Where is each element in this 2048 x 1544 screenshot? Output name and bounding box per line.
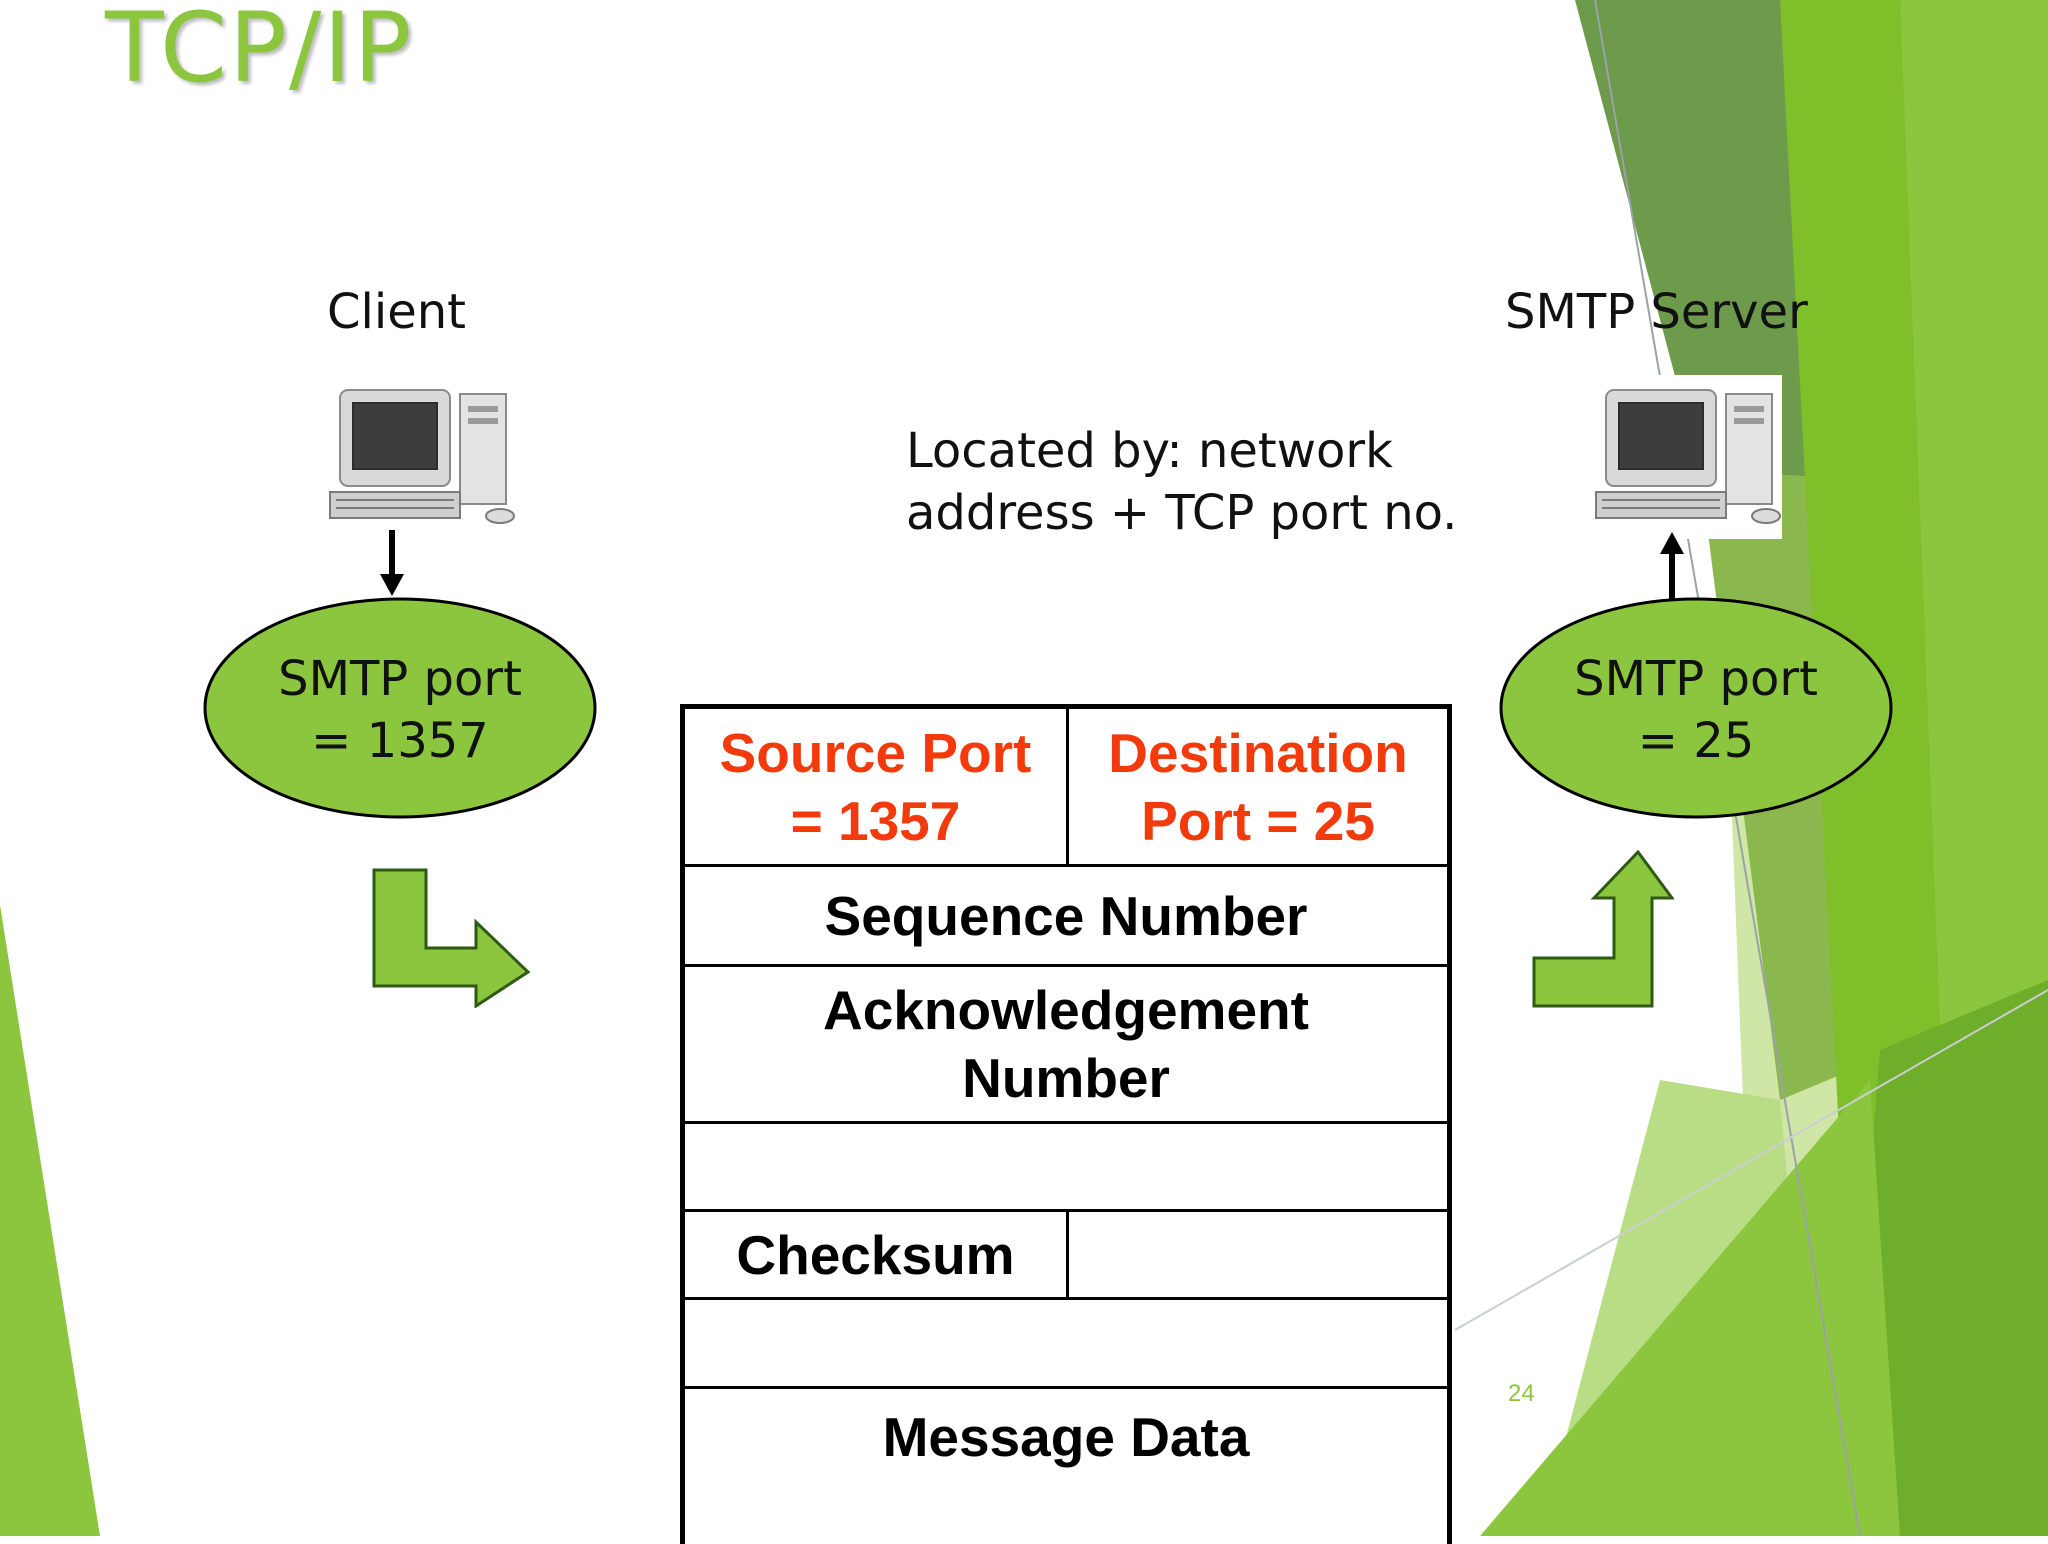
tcp-segment-header-table: Source Port = 1357 Destination Port = 25…	[680, 704, 1452, 1544]
server-port-ellipse	[1499, 597, 1893, 819]
arrow-up-turn-icon	[1532, 850, 1674, 1008]
sequence-number-field: Sequence Number	[824, 884, 1308, 947]
server-port-label: SMTP port = 25	[1574, 651, 1818, 769]
client-port-label: SMTP port = 1357	[278, 651, 522, 769]
decorative-line-2	[1454, 989, 2048, 1331]
page-number: 24	[1508, 1380, 1535, 1407]
right-facet-bottom	[1840, 980, 2048, 1536]
blank-field-cell	[1069, 1212, 1447, 1297]
blank-field-row	[685, 1124, 1447, 1209]
desktop-computer-icon	[329, 389, 515, 524]
message-data-field: Message Data	[882, 1406, 1250, 1468]
checksum-field: Checksum	[736, 1223, 1015, 1286]
destination-port-field: Destination Port = 25	[1108, 721, 1408, 852]
desktop-computer-icon	[1595, 389, 1781, 524]
client-label: Client	[327, 284, 466, 340]
locator-note: Located by: network address + TCP port n…	[906, 423, 1458, 541]
acknowledgement-number-field: Acknowledgement Number	[823, 979, 1309, 1109]
arrow-right-turn-icon	[372, 868, 531, 1008]
blank-field-row-2	[685, 1300, 1447, 1386]
arrow-down-icon	[380, 530, 404, 596]
client-port-ellipse	[203, 597, 597, 819]
left-accent-shape	[0, 905, 100, 1536]
right-facet-lower	[1480, 1080, 1900, 1536]
server-label: SMTP Server	[1505, 284, 1808, 340]
source-port-field: Source Port = 1357	[719, 721, 1032, 852]
slide-title: TCP/IP	[105, 0, 414, 104]
